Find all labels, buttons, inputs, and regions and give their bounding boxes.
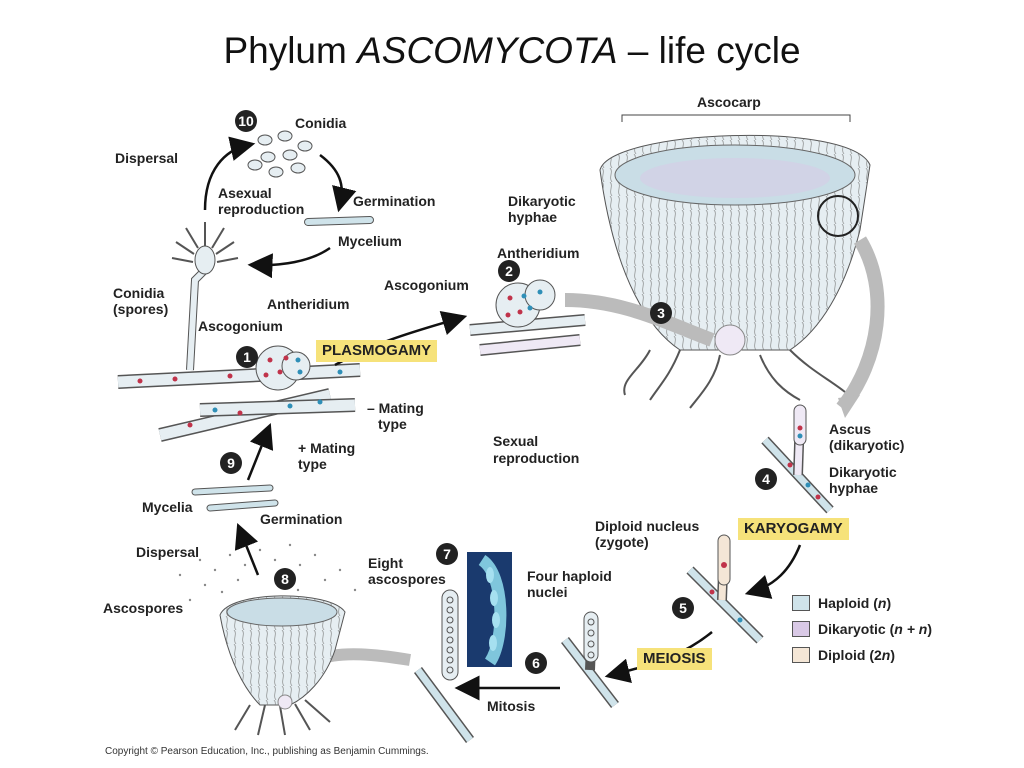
middle-ascogonium <box>469 279 586 356</box>
sexual-reproduction-label-1: Sexual <box>493 433 539 449</box>
legend-dikaryotic-var: n + n <box>894 621 928 637</box>
ascus-step6 <box>561 611 619 709</box>
step-9-badge: 9 <box>220 452 242 474</box>
sexual-reproduction-label-2: reproduction <box>493 450 580 466</box>
step-5-badge: 5 <box>672 597 694 619</box>
step-3-badge: 3 <box>650 302 672 324</box>
legend-haploid-text: Haploid ( <box>818 595 878 611</box>
dikaryotic-hyphae-label-1: Dikaryotic <box>508 193 576 209</box>
step-2-badge: 2 <box>498 260 520 282</box>
asexual-label-2: reproduction <box>218 201 305 217</box>
conidia-spores-label-1: Conidia <box>113 285 165 301</box>
plus-mating-label-1: + Mating <box>298 440 356 456</box>
legend-haploid-end: ) <box>886 595 892 611</box>
page-title: Phylum ASCOMYCOTA – life cycle <box>0 30 1024 72</box>
step-4-badge: 4 <box>755 468 777 490</box>
germination-top-label: Germination <box>353 193 436 209</box>
ascus-step5 <box>686 534 764 644</box>
conidiophore <box>171 222 239 371</box>
legend-dikaryotic-text: Dikaryotic ( <box>818 621 895 637</box>
four-haploid-label-2: nuclei <box>527 584 568 600</box>
karyogamy-tag: KARYOGAMY <box>738 518 849 540</box>
conidia-cluster <box>247 130 313 178</box>
legend-label-haploid: Haploid (n) <box>818 595 891 611</box>
mycelia-label: Mycelia <box>142 499 193 515</box>
dispersal-top-label: Dispersal <box>115 150 179 166</box>
ascus-micrograph <box>467 552 512 667</box>
ascospore-spray <box>178 543 357 602</box>
flow-arrow-to-ascus <box>836 236 885 413</box>
dikaryotic-hyphae-right-label-2: hyphae <box>829 480 879 496</box>
step-8-badge: 8 <box>274 568 296 590</box>
legend-dikaryotic-end: ) <box>927 621 932 637</box>
copyright-notice: Copyright © Pearson Education, Inc., pub… <box>105 746 429 757</box>
dispersal-bottom-label: Dispersal <box>136 544 200 560</box>
antheridium-mid-label: Antheridium <box>497 245 580 261</box>
asexual-label-1: Asexual <box>218 185 272 201</box>
ascocarp-zoom-circle <box>817 195 859 237</box>
dikaryotic-hyphae-label-2: hyphae <box>508 209 558 225</box>
step-10-badge: 10 <box>235 110 257 132</box>
step-6-badge: 6 <box>525 652 547 674</box>
legend-diploid-text: Diploid (2 <box>818 647 882 663</box>
legend-haploid-var: n <box>877 595 887 611</box>
ascus-label-2: (dikaryotic) <box>829 437 905 453</box>
title-rest: – life cycle <box>617 30 801 71</box>
eight-ascospores-label-2: ascospores <box>368 571 446 587</box>
four-haploid-label-1: Four haploid <box>527 568 612 584</box>
ascospores-label: Ascospores <box>103 600 184 616</box>
eight-ascospores-label-1: Eight <box>368 555 403 571</box>
legend-label-diploid: Diploid (2n) <box>818 647 895 663</box>
minus-mating-label-2: type <box>378 416 407 432</box>
diploid-nucleus-label-1: Diploid nucleus <box>595 518 700 534</box>
ascus-label-1: Ascus <box>829 421 872 437</box>
legend-swatch-haploid <box>792 595 810 611</box>
step-1-badge: 1 <box>236 346 258 368</box>
conidia-spores-label-2: (spores) <box>113 301 169 317</box>
mitosis-label: Mitosis <box>487 698 536 714</box>
title-text: Phylum <box>223 30 358 71</box>
left-mating-hyphae <box>117 345 361 442</box>
title-emphasis: ASCOMYCOTA <box>357 30 618 71</box>
legend-diploid-end: ) <box>890 647 896 663</box>
dikaryotic-hyphae-right-label-1: Dikaryotic <box>829 464 897 480</box>
antheridium-left-label: Antheridium <box>267 296 350 312</box>
small-ascocarp <box>219 595 346 736</box>
conidia-top-label: Conidia <box>295 115 347 131</box>
legend-swatch-dikaryotic <box>792 621 810 637</box>
minus-mating-label-1: – Mating <box>367 400 424 416</box>
ascogonium-left-label: Ascogonium <box>198 318 283 334</box>
ascus-step4 <box>761 404 834 514</box>
legend-diploid-var: n <box>881 647 891 663</box>
plus-mating-label-2: type <box>298 456 327 472</box>
mycelium-label: Mycelium <box>338 233 402 249</box>
diploid-nucleus-label-2: (zygote) <box>595 534 649 550</box>
meiosis-tag: MEIOSIS <box>637 648 712 670</box>
plasmogamy-tag: PLASMOGAMY <box>316 340 438 362</box>
ascogonium-in-ascocarp <box>714 324 746 356</box>
step-7-badge: 7 <box>436 543 458 565</box>
germination-bottom-label: Germination <box>260 511 343 527</box>
flow-arrow-2-to-3 <box>564 293 715 347</box>
legend-swatch-diploid <box>792 647 810 663</box>
ascocarp-bracket <box>621 114 851 122</box>
ascocarp-illustration <box>599 134 871 409</box>
legend-label-dikaryotic: Dikaryotic (n + n) <box>818 621 932 637</box>
ascogonium-mid-label: Ascogonium <box>384 277 469 293</box>
ascocarp-label: Ascocarp <box>697 94 761 110</box>
ascus-step7 <box>413 589 475 743</box>
